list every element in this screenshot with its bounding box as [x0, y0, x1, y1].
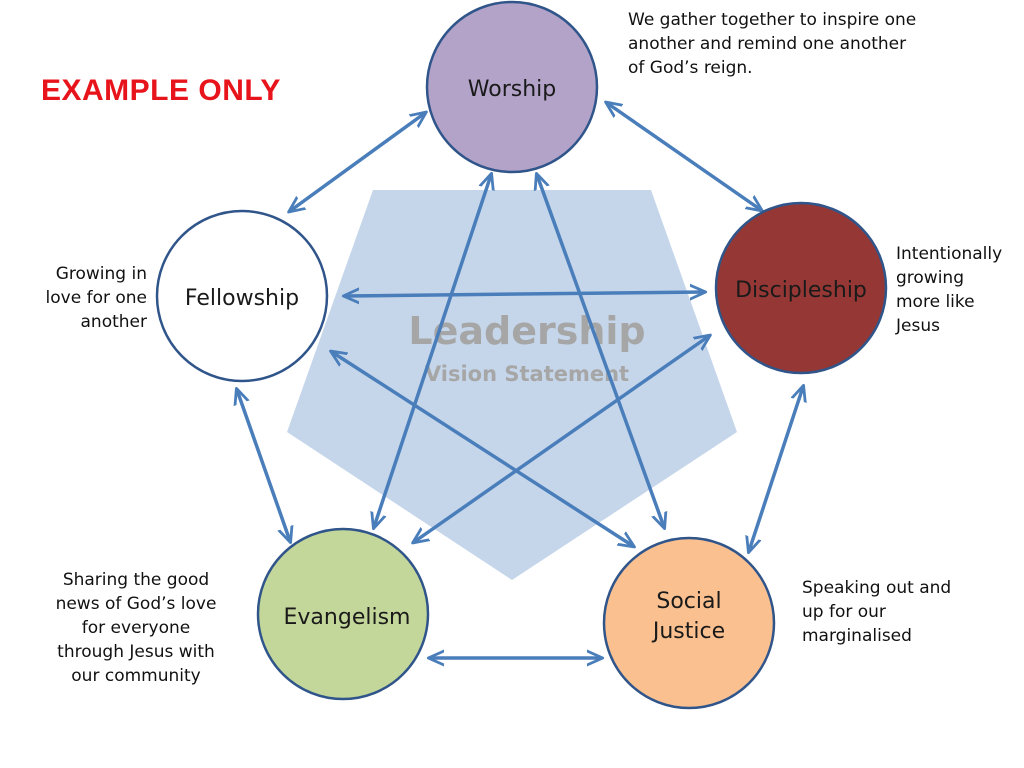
evangelism-circle: [256, 527, 430, 701]
example-only-banner: EXAMPLE ONLY: [41, 74, 281, 107]
discipleship-label: Discipleship: [735, 278, 867, 303]
social-justice-description: Speaking out and up for our marginalised: [802, 578, 952, 646]
node-social-justice: Social Justice: [602, 536, 776, 710]
worship-description: We gather together to inspire one anothe…: [628, 10, 917, 78]
discipleship-circle: [714, 201, 888, 375]
worship-circle: [425, 0, 599, 174]
connector-arrows: [237, 103, 803, 658]
fellowship-circle: [155, 209, 329, 383]
arrow-discipleship-evangelism: [414, 336, 709, 542]
center-subtitle: Vision Statement: [425, 362, 629, 386]
discipleship-description: Intentionally growing more like Jesus: [896, 244, 1003, 336]
evangelism-label: Evangelism: [284, 605, 411, 630]
social-justice-label-line2: Justice: [651, 619, 725, 644]
social-justice-circle: [602, 536, 776, 710]
node-discipleship: Discipleship: [714, 201, 888, 375]
arrow-worship-fellowship: [290, 113, 425, 211]
worship-label: Worship: [468, 77, 556, 102]
node-fellowship: Fellowship: [155, 209, 329, 383]
evangelism-description: Sharing the good news of God’s love for …: [55, 570, 217, 686]
node-worship: Worship: [425, 0, 599, 174]
node-evangelism: Evangelism: [256, 527, 430, 701]
arrow-worship-discipleship: [607, 103, 761, 210]
fellowship-label: Fellowship: [185, 286, 299, 311]
arrow-discipleship-social: [749, 387, 803, 551]
arrow-fellowship-evangelism: [237, 390, 290, 541]
fellowship-description: Growing in love for one another: [45, 264, 147, 332]
social-justice-label-line1: Social: [656, 589, 721, 614]
